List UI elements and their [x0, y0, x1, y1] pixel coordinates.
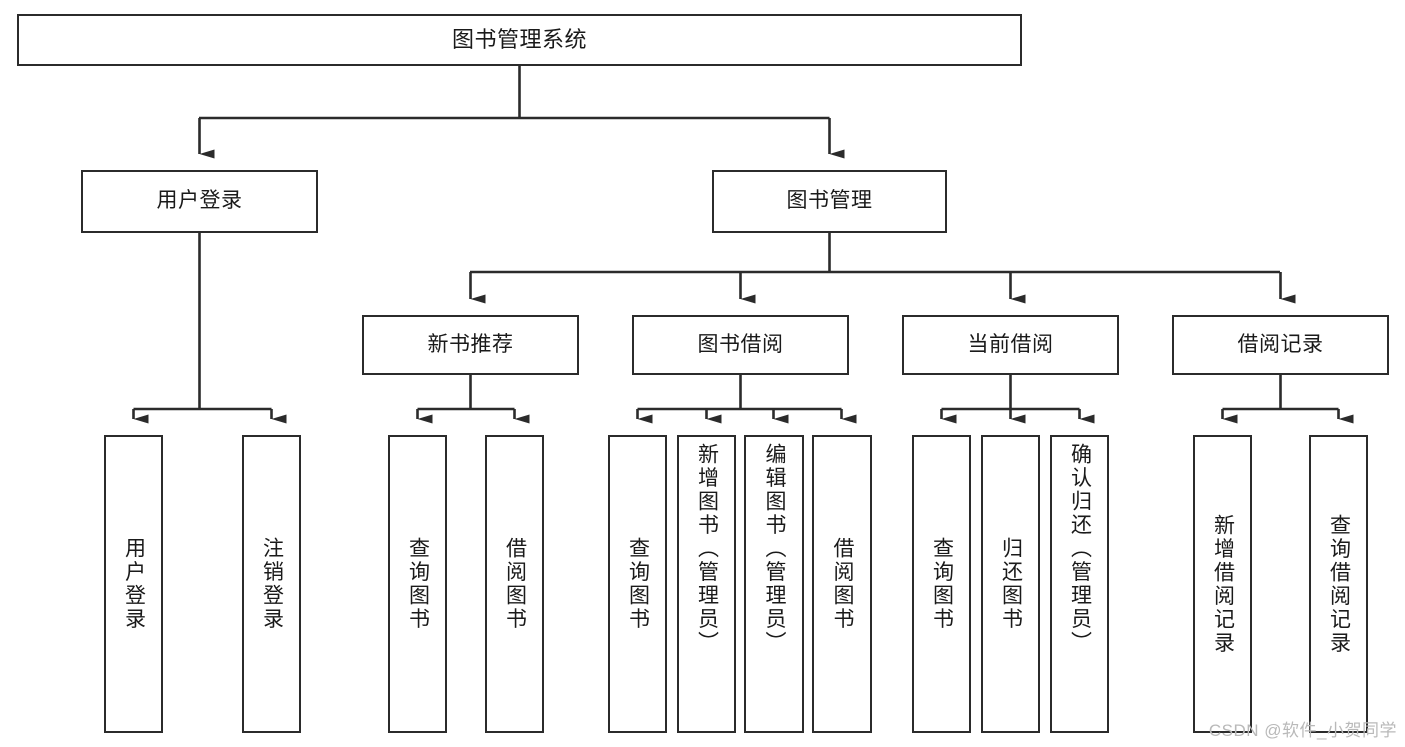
- leaf-query-book-recommend[interactable]: 查询图书: [388, 435, 447, 733]
- leaf-return-book[interactable]: 归还图书: [981, 435, 1040, 733]
- node-label: 新增借阅记录: [1211, 513, 1235, 655]
- node-label: 图书管理: [786, 189, 873, 213]
- node-label: 借阅图书: [503, 537, 527, 631]
- leaf-query-book-current[interactable]: 查询图书: [912, 435, 971, 733]
- node-new-book-recommend[interactable]: 新书推荐: [362, 315, 579, 375]
- node-book-borrow[interactable]: 图书借阅: [632, 315, 849, 375]
- node-book-manage[interactable]: 图书管理: [712, 170, 947, 233]
- node-label: 图书借阅: [697, 332, 784, 356]
- node-label: 借阅记录: [1237, 332, 1324, 356]
- leaf-query-book-borrow[interactable]: 查询图书: [608, 435, 667, 733]
- node-label: 图书管理系统: [451, 27, 587, 53]
- leaf-edit-book-admin[interactable]: 编辑图书（管理员）: [744, 435, 804, 733]
- node-label: 查询图书: [626, 537, 650, 631]
- leaf-add-book-admin[interactable]: 新增图书（管理员）: [677, 435, 736, 733]
- node-label: 借阅图书: [831, 537, 855, 631]
- node-label: 注销登录: [260, 537, 284, 631]
- node-label: 查询图书: [930, 537, 954, 631]
- node-label: 当前借阅: [967, 332, 1054, 356]
- leaf-query-borrow-record[interactable]: 查询借阅记录: [1309, 435, 1368, 733]
- leaf-confirm-return-admin[interactable]: 确认归还（管理员）: [1050, 435, 1109, 733]
- leaf-user-login[interactable]: 用户登录: [104, 435, 163, 733]
- node-label: 归还图书: [999, 537, 1023, 631]
- leaf-logout-login[interactable]: 注销登录: [242, 435, 301, 733]
- node-label: 用户登录: [122, 537, 146, 631]
- node-label: 确认归还（管理员）: [1068, 443, 1092, 655]
- csdn-watermark: CSDN @软件_小贺同学: [1208, 721, 1397, 740]
- node-root-system[interactable]: 图书管理系统: [17, 14, 1022, 66]
- node-label: 新书推荐: [427, 332, 514, 356]
- node-current-borrow[interactable]: 当前借阅: [902, 315, 1119, 375]
- leaf-borrow-book[interactable]: 借阅图书: [812, 435, 872, 733]
- leaf-borrow-book-recommend[interactable]: 借阅图书: [485, 435, 544, 733]
- node-label: 查询借阅记录: [1327, 513, 1351, 655]
- node-user-login[interactable]: 用户登录: [81, 170, 318, 233]
- node-label: 新增图书（管理员）: [695, 443, 719, 655]
- node-label: 用户登录: [156, 189, 243, 213]
- node-label: 查询图书: [406, 537, 430, 631]
- node-label: 编辑图书（管理员）: [763, 443, 787, 655]
- node-borrow-record[interactable]: 借阅记录: [1172, 315, 1389, 375]
- leaf-add-borrow-record[interactable]: 新增借阅记录: [1193, 435, 1252, 733]
